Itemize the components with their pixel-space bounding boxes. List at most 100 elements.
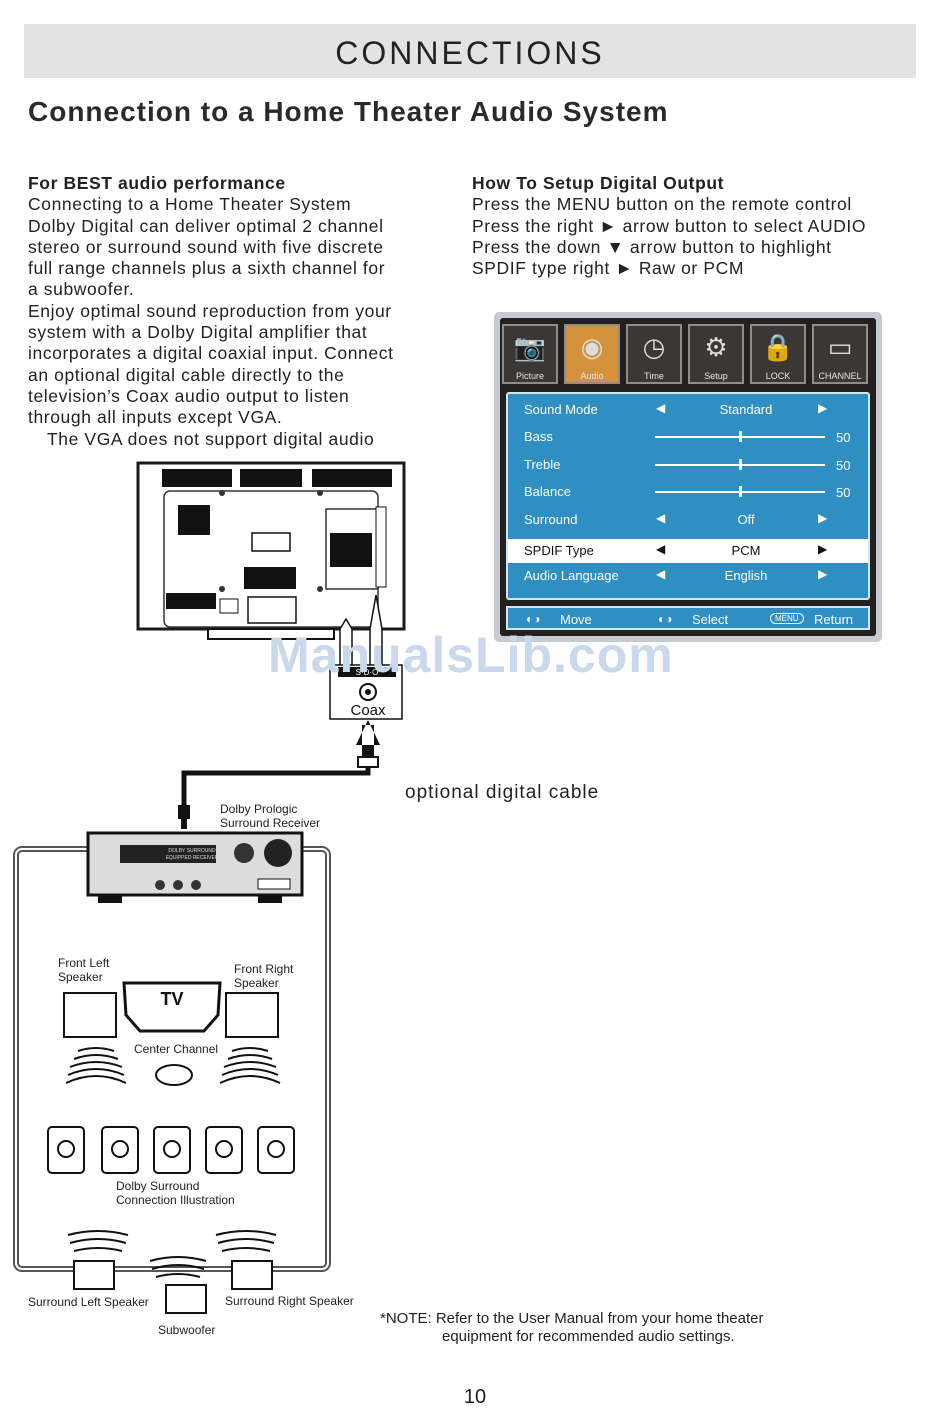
connection-diagram: S·D·O Coax optional digital cable Dolby … (13, 461, 599, 1337)
right-line: Press the right ► arrow button to select… (472, 215, 867, 236)
osd-menu: 📷 Picture ◉ Audio ◷ Time ⚙ Setup 🔒 LOCK … (494, 312, 882, 642)
setting-spdif-type[interactable]: SPDIF Type ◀ PCM ▶ (508, 539, 868, 563)
setting-label: Sound Mode (524, 402, 598, 417)
left-column-title: For BEST audio performance (28, 173, 286, 193)
lock-icon: 🔒 (761, 332, 795, 362)
setting-treble[interactable]: Treble 50 (508, 453, 868, 477)
menu-tab-channel[interactable]: ▭ CHANNEL (812, 324, 868, 384)
balance-slider-knob[interactable] (739, 486, 742, 497)
front-right-label-1: Front Right (234, 962, 294, 976)
menu-tab-label: LOCK (765, 371, 791, 381)
receiver-label-2: Surround Receiver (220, 816, 320, 830)
menu-tab-setup[interactable]: ⚙ Setup (688, 324, 744, 384)
menu-tab-label: Time (644, 371, 664, 381)
menu-tab-time[interactable]: ◷ Time (626, 324, 682, 384)
note-line-2: equipment for recommended audio settings… (442, 1328, 735, 1345)
left-line: stereo or surround sound with five discr… (28, 236, 384, 257)
subwoofer-icon (165, 1284, 207, 1314)
footer-select: Select (692, 612, 729, 627)
osd-menu-inner: 📷 Picture ◉ Audio ◷ Time ⚙ Setup 🔒 LOCK … (500, 318, 876, 636)
menu-tab-picture[interactable]: 📷 Picture (502, 324, 558, 384)
receiver-display-1: DOLBY SURROUND (168, 848, 216, 854)
setting-label: Audio Language (524, 568, 619, 583)
jack-badge-bg (338, 667, 396, 677)
center-channel-label: Center Channel (134, 1042, 218, 1056)
treble-slider-knob[interactable] (739, 459, 742, 470)
left-arrow-icon[interactable]: ◀ (656, 401, 666, 415)
setting-label: Treble (524, 457, 561, 472)
front-left-label-1: Front Left (58, 956, 110, 970)
listeners-icon (47, 1126, 295, 1174)
setting-balance[interactable]: Balance 50 (508, 480, 868, 504)
left-arrow-icon[interactable]: ◀ (656, 567, 666, 581)
section-heading: Connection to a Home Theater Audio Syste… (28, 96, 669, 127)
right-line: Press the down ▼ arrow button to highlig… (472, 236, 832, 257)
left-line: television’s Coax audio output to listen (28, 385, 350, 406)
right-arrow-icon[interactable]: ▶ (818, 401, 828, 415)
subwoofer-label: Subwoofer (158, 1323, 215, 1337)
footer-move: Move (560, 612, 592, 627)
menu-tab-label: Picture (515, 371, 544, 381)
front-right-label-2: Speaker (234, 976, 279, 990)
wrench-icon: ⚙ (704, 332, 728, 362)
jack-badge: S·D·O (356, 668, 379, 677)
footer-return: Return (814, 612, 854, 627)
menu-tab-label: Audio (580, 371, 604, 381)
center-speaker-icon (155, 1064, 193, 1086)
left-arrow-icon[interactable]: ◀ (656, 542, 666, 556)
tv-back-panel (136, 461, 406, 640)
front-right-speaker-icon (225, 992, 279, 1038)
right-arrow-icon[interactable]: ▶ (818, 567, 828, 581)
left-line: incorporates a digital coaxial input. Co… (28, 343, 394, 364)
setting-label: Surround (524, 512, 578, 527)
bass-slider-knob[interactable] (739, 431, 742, 442)
setting-label: Balance (524, 484, 571, 499)
left-line: full range channels plus a sixth channel… (28, 258, 386, 279)
audio-settings: Sound Mode ◀ Standard ▶ Bass 50 Treble 5… (506, 392, 870, 600)
left-arrow-icon[interactable]: ◀ (656, 511, 666, 525)
right-column-title: How To Setup Digital Output (472, 173, 725, 193)
note: *NOTE: Refer to the User Manual from you… (380, 1310, 764, 1346)
surround-receiver: DOLBY SURROUND EQUIPPED RECEIVER (86, 831, 304, 903)
tv-label: TV (160, 989, 183, 1009)
camera-icon: 📷 (513, 332, 547, 362)
coax-label: Coax (350, 702, 386, 719)
right-arrow-icon[interactable]: ▶ (818, 542, 828, 556)
page-number: 10 (463, 1386, 487, 1408)
clock-icon: ◷ (642, 332, 666, 362)
setting-number: 50 (836, 458, 851, 473)
menu-tab-label: CHANNEL (818, 371, 862, 381)
setting-value: PCM (731, 543, 761, 558)
right-column: How To Setup Digital Output Press the ME… (472, 173, 866, 279)
note-line-1: *NOTE: Refer to the User Manual from you… (380, 1310, 764, 1327)
monitor-icon: ▭ (827, 332, 853, 362)
cable-caption: optional digital cable (405, 782, 599, 803)
vga-note: The VGA does not support digital audio (47, 428, 375, 449)
left-line: Connecting to a Home Theater System (28, 194, 352, 215)
surround-left-speaker-icon (73, 1260, 115, 1290)
setting-sound-mode[interactable]: Sound Mode ◀ Standard ▶ (508, 398, 868, 422)
setting-audio-language[interactable]: Audio Language ◀ English ▶ (508, 564, 868, 588)
sound-waves-icon (65, 1047, 281, 1084)
right-arrow-icon[interactable]: ▶ (818, 511, 828, 525)
left-line: an optional digital cable directly to th… (28, 364, 345, 385)
illustration-label-2: Connection Illustration (116, 1193, 235, 1207)
left-line: Enjoy optimal sound reproduction from yo… (28, 300, 392, 321)
setting-surround[interactable]: Surround ◀ Off ▶ (508, 508, 868, 532)
menu-tab-lock[interactable]: 🔒 LOCK (750, 324, 806, 384)
surround-right-speaker-icon (231, 1260, 273, 1290)
setting-label: SPDIF Type (524, 543, 594, 558)
setting-value: English (724, 568, 768, 583)
left-line: through all inputs except VGA. (28, 407, 283, 428)
move-arrows-icon: ◐◑ (526, 612, 541, 626)
menu-tab-audio[interactable]: ◉ Audio (564, 324, 620, 384)
tv-icon (122, 981, 222, 1033)
menu-tab-label: Setup (704, 371, 728, 381)
surround-right-label: Surround Right Speaker (225, 1294, 354, 1308)
setting-value: Standard (719, 402, 773, 417)
front-left-label-2: Speaker (58, 970, 103, 984)
setting-bass[interactable]: Bass 50 (508, 425, 868, 449)
left-column: For BEST audio performance Connecting to… (28, 173, 394, 450)
setting-number: 50 (836, 485, 851, 500)
surround-left-label: Surround Left Speaker (28, 1295, 149, 1309)
